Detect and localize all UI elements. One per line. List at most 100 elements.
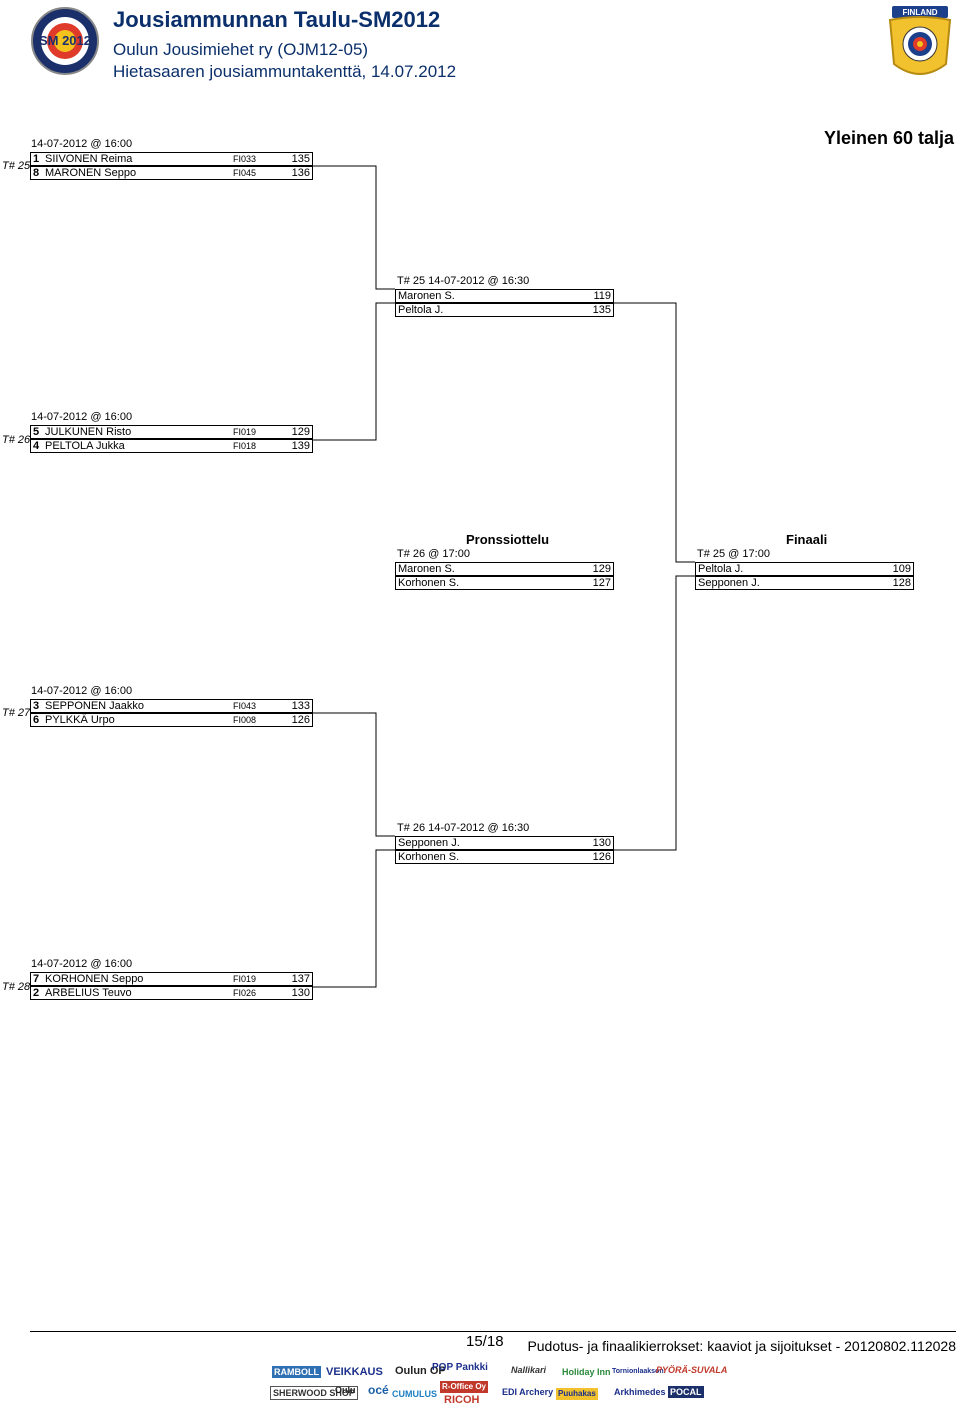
sponsor-logo: Puuhakas [556, 1388, 598, 1400]
match-date: 14-07-2012 @ 16:00 [31, 958, 133, 970]
sponsor-logo: Arkhimedes [614, 1387, 666, 1397]
club-code: FI033 [233, 154, 257, 164]
venue-text: Hietasaaren jousiammuntakenttä, 14.07.20… [113, 62, 457, 81]
archer-name: MARONEN Seppo [45, 167, 137, 179]
connector-line [312, 849, 395, 988]
participant-row: 5 JULKUNEN Risto FI019 129 [30, 425, 313, 439]
archer-name: Sepponen J. [398, 837, 460, 849]
page-title: Jousiammunnan Taulu-SM2012 [113, 7, 441, 32]
connector-line [312, 165, 395, 290]
sponsor-logo: océ [368, 1383, 389, 1397]
match-date: 14-07-2012 @ 16:00 [31, 685, 133, 697]
club-code: FI008 [233, 715, 257, 725]
match-date: 14-07-2012 @ 16:00 [31, 411, 133, 423]
sponsor-logo: RICOH [444, 1394, 480, 1406]
sponsor-logo: Nallikari [511, 1365, 547, 1375]
score: 135 [592, 304, 611, 316]
archer-name: Peltola J. [698, 563, 744, 575]
archer-name: Peltola J. [398, 304, 444, 316]
sponsor-logo: RAMBOLL [272, 1366, 321, 1378]
final-row: Sepponen J. 128 [695, 576, 914, 590]
club-code: FI043 [233, 701, 257, 711]
semifinal-row: Sepponen J. 130 [395, 836, 614, 850]
sponsor-logo: Oulun OP [395, 1365, 446, 1377]
score: 126 [592, 851, 611, 863]
seed: 7 [33, 973, 40, 985]
seed: 4 [33, 440, 40, 452]
page-number: 15/18 [466, 1333, 504, 1350]
score: 137 [291, 973, 310, 985]
score: 130 [291, 987, 310, 999]
event-logo-text: SM 2012 [38, 33, 92, 48]
footer-text: Pudotus- ja finaalikierrokset: kaaviot j… [527, 1338, 956, 1354]
seed: 2 [33, 987, 40, 999]
participant-row: 1 SIIVONEN Reima FI033 135 [30, 152, 313, 166]
club-code: FI018 [233, 441, 257, 451]
archer-name: PELTOLA Jukka [45, 440, 125, 452]
sponsor-logo: SHERWOOD SHOP [270, 1386, 358, 1400]
category-title: Yleinen 60 talja [823, 128, 954, 148]
club-code: FI026 [233, 988, 257, 998]
club-code: FI019 [233, 427, 257, 437]
event-logo: SM 2012 [30, 6, 100, 76]
score: 139 [291, 440, 310, 452]
sponsor-logo: Holiday Inn [562, 1367, 611, 1377]
bronze-row: Maronen S. 129 [395, 562, 614, 576]
score: 126 [291, 714, 310, 726]
participant-row: 7 KORHONEN Seppo FI019 137 [30, 972, 313, 986]
club-code: FI019 [233, 974, 257, 984]
score: 119 [593, 290, 611, 302]
seed: 5 [33, 426, 40, 438]
connector-line [312, 302, 395, 441]
match-number: T# 27 [2, 707, 31, 719]
participant-row: 2 ARBELIUS Teuvo FI026 130 [30, 986, 313, 1000]
match-number: T# 28 [2, 981, 31, 993]
seed: 1 [33, 153, 40, 165]
bronze-row: Korhonen S. 127 [395, 576, 614, 590]
archer-name: SIIVONEN Reima [45, 153, 133, 165]
archer-name: ARBELIUS Teuvo [45, 987, 132, 999]
participant-row: 3 SEPPONEN Jaakko FI043 133 [30, 699, 313, 713]
archer-name: SEPPONEN Jaakko [45, 700, 145, 712]
club-code: FI045 [233, 168, 257, 178]
connector-line [312, 712, 395, 837]
final-title: Finaali [786, 532, 828, 547]
connector-line [613, 302, 695, 563]
score: 109 [892, 563, 911, 575]
sponsor-logo: POCAL [668, 1386, 704, 1398]
participant-row: 6 PYLKKÄ Urpo FI008 126 [30, 713, 313, 727]
federation-logo-text: FINLAND [902, 8, 938, 17]
semifinal-row: Korhonen S. 126 [395, 850, 614, 864]
archer-name: Korhonen S. [398, 851, 460, 863]
sponsor-logo: Tornionlaakson [612, 1368, 664, 1375]
semifinal-header: T# 25 14-07-2012 @ 16:30 [397, 275, 530, 287]
footer-divider [30, 1331, 956, 1332]
archer-name: KORHONEN Seppo [45, 973, 144, 985]
match-number: T# 25 [2, 160, 31, 172]
archer-name: Korhonen S. [398, 577, 460, 589]
sponsor-logo: POP Pankki [432, 1362, 488, 1373]
score: 127 [592, 577, 611, 589]
semifinal-row: Peltola J. 135 [395, 303, 614, 317]
archer-name: Maronen S. [398, 290, 455, 302]
semifinal-row: Maronen S. 119 [395, 289, 614, 303]
score: 133 [291, 700, 310, 712]
score: 129 [592, 563, 611, 575]
match-number: T# 26 [2, 434, 31, 446]
archer-name: PYLKKÄ Urpo [45, 714, 115, 726]
sponsor-logo: VEIKKAUS [326, 1366, 383, 1378]
seed: 6 [33, 714, 40, 726]
score: 128 [892, 577, 911, 589]
sponsor-logo: EDI Archery [502, 1387, 554, 1397]
federation-logo: FINLAND [884, 4, 956, 86]
sponsor-logo: CUMULUS [392, 1389, 437, 1399]
archer-name: JULKUNEN Risto [45, 426, 132, 438]
organizer-text: Oulun Jousimiehet ry (OJM12-05) [113, 40, 369, 59]
sponsor-logo: PYÖRÄ-SUVALA [656, 1365, 728, 1375]
final-row: Peltola J. 109 [695, 562, 914, 576]
participant-row: 8 MARONEN Seppo FI045 136 [30, 166, 313, 180]
score: 129 [291, 426, 310, 438]
semifinal-header: T# 26 14-07-2012 @ 16:30 [397, 822, 530, 834]
archer-name: Maronen S. [398, 563, 455, 575]
connector-line [613, 575, 695, 851]
